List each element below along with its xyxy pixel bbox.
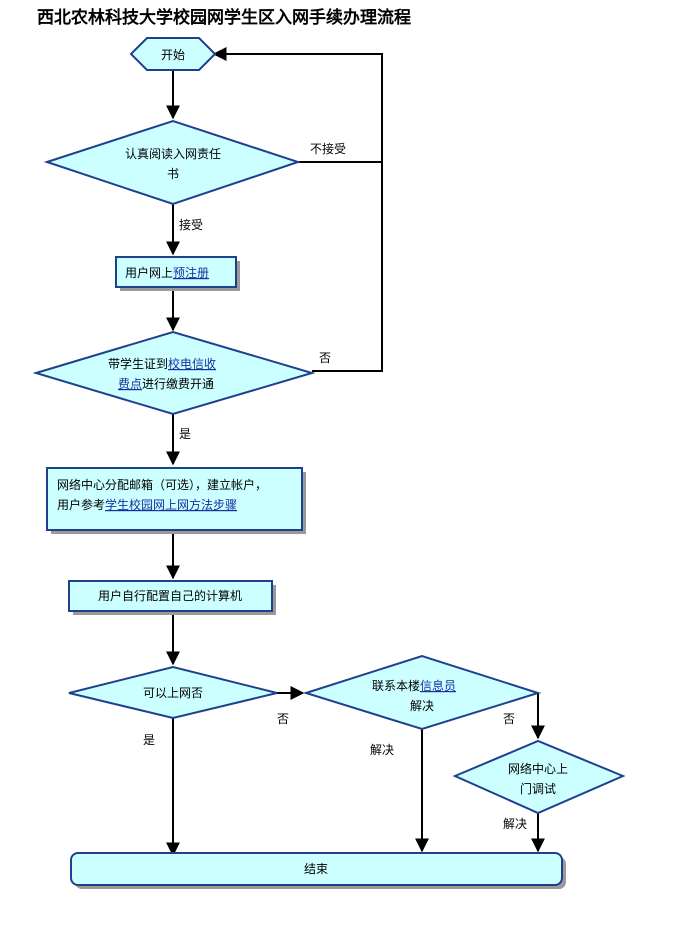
- config-label: 用户自行配置自己的计算机: [98, 588, 242, 603]
- online-label: 可以上网否: [143, 686, 203, 700]
- label-online-no: 否: [277, 712, 289, 726]
- visit-label-line2: 门调试: [520, 781, 556, 796]
- pay-link-line2[interactable]: 费点: [118, 377, 142, 391]
- label-not-accept: 不接受: [310, 141, 346, 156]
- contact-label-line2: 解决: [410, 699, 434, 713]
- read-decision: [43, 119, 302, 206]
- label-contact-no: 否: [503, 712, 515, 726]
- label-accept: 接受: [179, 217, 203, 232]
- end-label: 结束: [304, 862, 328, 876]
- register-label: 用户网上预注册: [125, 265, 209, 280]
- pay-link-line1[interactable]: 校电信收: [168, 356, 216, 371]
- read-label-line2: 书: [167, 167, 179, 181]
- pay-decision: [32, 330, 316, 416]
- register-label-prefix: 用户网上: [125, 265, 173, 280]
- contact-link[interactable]: 信息员: [420, 678, 456, 693]
- edge-pay-no-loop: [312, 162, 383, 372]
- config-box: [68, 580, 273, 612]
- center-label-line2: 用户参考学生校园网上网方法步骤: [57, 497, 237, 512]
- pay-label-line2-suffix: 进行缴费开通: [142, 376, 214, 391]
- center-link[interactable]: 学生校园网上网方法步骤: [105, 497, 237, 512]
- label-pay-yes: 是: [179, 427, 191, 441]
- label-contact-solved: 解决: [370, 743, 394, 757]
- label-visit-solved: 解决: [503, 817, 527, 831]
- online-decision: [68, 665, 278, 720]
- contact-label-line1: 联系本楼信息员: [372, 678, 456, 693]
- diagram-title: 西北农林科技大学校园网学生区入网手续办理流程: [37, 7, 411, 28]
- read-label-line1: 认真阅读入网责任: [125, 147, 221, 161]
- pay-label-line2: 费点进行缴费开通: [118, 376, 214, 391]
- pay-label-line1-prefix: 带学生证到: [108, 356, 168, 371]
- register-link[interactable]: 预注册: [173, 265, 209, 280]
- start-label: 开始: [161, 48, 185, 62]
- visit-decision: [452, 739, 626, 815]
- visit-label-line1: 网络中心上: [508, 761, 568, 776]
- end-box: [70, 852, 563, 886]
- center-box: [46, 467, 303, 531]
- center-label-line1: 网络中心分配邮箱（可选），建立帐户，: [57, 477, 267, 492]
- register-box: [115, 256, 237, 288]
- center-label-line2-prefix: 用户参考: [57, 497, 105, 512]
- contact-label-line1-prefix: 联系本楼: [372, 678, 420, 693]
- label-pay-no: 否: [319, 351, 331, 365]
- label-online-yes: 是: [143, 733, 155, 747]
- contact-decision: [302, 654, 542, 731]
- start-node: [129, 37, 217, 71]
- pay-label-line1: 带学生证到校电信收: [108, 356, 216, 371]
- edge-loop-back-to-start: [212, 47, 383, 163]
